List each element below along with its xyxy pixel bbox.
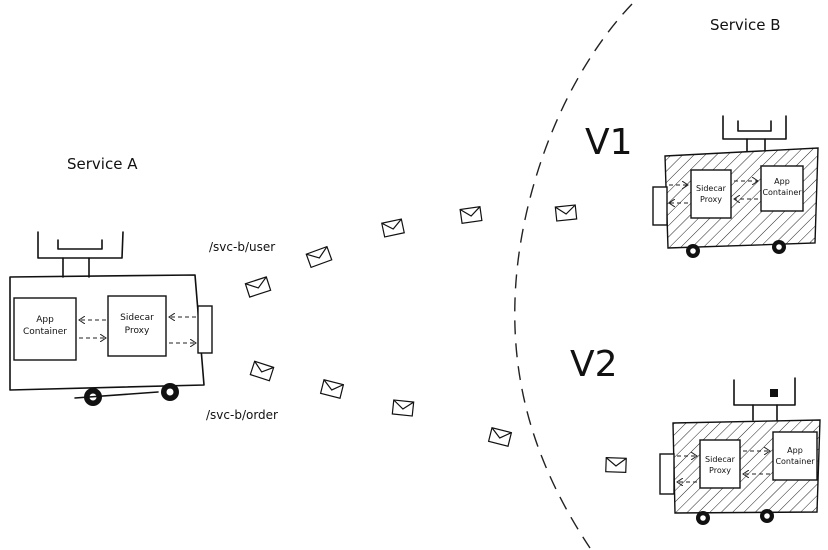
service-a-cart-handle [197,305,213,354]
envelope-icon [381,218,405,238]
envelope-icon [554,204,578,222]
envelope-icon [459,205,483,225]
service-b-v2-arrows [677,451,770,482]
envelope-icon [487,427,513,447]
route-label-user: /svc-b/user [209,240,275,254]
service-a-app-container-label: Container [23,327,67,337]
request-envelopes-order [249,360,627,473]
envelope-icon [305,245,333,269]
service-b-v1-label: V1 [585,122,633,163]
service-b-v1-app-container-label: App [774,177,790,186]
service-b-v2-label: V2 [570,344,618,385]
envelope-icon [244,276,272,298]
service-b-v2-app-container: App Container [772,431,818,481]
envelope-icon [605,457,627,473]
service-b-v1-sidecar-proxy-label: Proxy [700,195,722,204]
service-b-v1-app-container-label: Container [762,188,802,197]
service-a-app-container-label: App [36,315,54,325]
service-b-v2-monitor-icon [733,377,796,421]
service-a-sidecar-proxy-label: Sidecar [120,313,154,323]
service-a-sidecar-proxy-label: Proxy [125,326,150,336]
service-a-monitor-icon [37,231,124,278]
service-b-v1-sidecar-proxy-label: Sidecar [696,184,727,193]
service-a-title: Service A [67,155,138,173]
service-b-v2-cart-handle [659,453,675,495]
request-envelopes-user [244,204,578,298]
envelope-icon [249,360,275,382]
service-b-v2-sidecar-proxy: Sidecar Proxy [699,439,741,489]
service-b-v2-app-container-label: App [787,446,803,455]
route-label-order: /svc-b/order [206,408,278,422]
service-b-v1-monitor-icon [722,115,787,152]
service-a-app-container: App Container [13,297,77,361]
envelope-icon [391,399,415,417]
service-b-title: Service B [710,16,781,34]
service-b-v2-app-container-label: Container [775,457,815,466]
service-b-v2-sidecar-proxy-label: Proxy [709,466,731,475]
service-b-v1-app-container: App Container [760,165,804,212]
service-b-boundary-curve [514,3,633,549]
service-a-arrows [79,317,196,343]
service-b-v2-sidecar-proxy-label: Sidecar [705,455,736,464]
service-a-cart [9,274,213,406]
service-a-sidecar-proxy: Sidecar Proxy [107,295,167,357]
service-b-v1-cart-handle [652,186,668,226]
envelope-icon [319,379,345,399]
service-b-v1-arrows [669,181,758,203]
service-b-v1-sidecar-proxy: Sidecar Proxy [690,169,732,219]
